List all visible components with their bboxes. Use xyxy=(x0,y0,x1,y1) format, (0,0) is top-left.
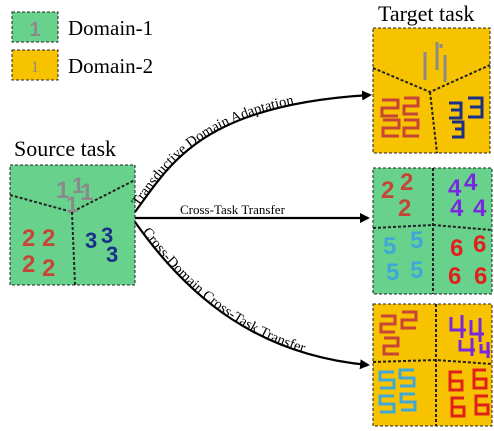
source-digit-1d: 1 xyxy=(66,192,78,217)
target-panel-cross-domain-cross-task xyxy=(372,303,493,427)
legend-domain2-swatch xyxy=(11,49,59,81)
arrows: Transductive Domain Adaptation Cross-Tas… xyxy=(129,92,372,367)
legend-domain1-swatch xyxy=(11,11,59,43)
arrow-label-middle: Cross-Task Transfer xyxy=(180,202,286,217)
legend-domain1-swatch-digit: 1 xyxy=(29,19,40,41)
target-panel-cross-task: 2 2 2 4 4 4 4 5 5 5 5 6 6 6 6 xyxy=(372,167,493,295)
arrow-cross-domain-cross-task xyxy=(133,220,370,367)
legend-domain2-swatch-digit: 1 xyxy=(31,59,39,76)
cross-task-digit-6a: 6 xyxy=(450,235,463,262)
target-task-title: Target task xyxy=(378,1,474,26)
source-task-title: Source task xyxy=(14,136,116,161)
legend-domain2-label: Domain-2 xyxy=(68,54,153,78)
source-task-panel: 1 1 1 1 2 2 2 2 3 3 3 xyxy=(9,164,136,286)
source-digit-3b: 3 xyxy=(101,223,113,248)
arrow-label-top: Transductive Domain Adaptation xyxy=(129,92,296,209)
source-digit-1a: 1 xyxy=(72,173,84,198)
cross-task-digit-5b: 5 xyxy=(410,227,423,254)
cross-task-digit-2b: 2 xyxy=(400,169,413,196)
arrow-label-top-path: Transductive Domain Adaptation xyxy=(129,92,296,209)
cross-task-digit-2c: 2 xyxy=(398,195,411,222)
source-digit-2d: 2 xyxy=(42,255,55,282)
cross-task-digit-2a: 2 xyxy=(381,177,394,204)
cross-task-digit-6c: 6 xyxy=(448,263,461,290)
legend-domain1-label: Domain-1 xyxy=(68,16,153,40)
cross-task-digit-5a: 5 xyxy=(383,233,396,260)
arrow-label-bottom: Cross-Domain Cross-Task Transfer xyxy=(139,225,307,357)
arrow-label-bottom-path: Cross-Domain Cross-Task Transfer xyxy=(139,225,307,357)
source-digit-1b: 1 xyxy=(56,177,69,204)
cross-task-digit-6b: 6 xyxy=(473,231,486,258)
legend: 1 Domain-1 1 Domain-2 xyxy=(11,11,153,81)
cross-task-digit-4c: 4 xyxy=(450,195,464,222)
source-digit-2b: 2 xyxy=(42,225,55,252)
cross-task-digit-4d: 4 xyxy=(473,195,487,222)
cross-task-digit-4b: 4 xyxy=(464,169,478,196)
source-digit-1c: 1 xyxy=(80,179,93,206)
source-digit-2a: 2 xyxy=(22,225,35,252)
target-panel-domain-adaptation xyxy=(372,27,491,154)
cross-task-digit-6d: 6 xyxy=(474,263,487,290)
source-digit-2c: 2 xyxy=(22,251,35,278)
source-digit-3a: 3 xyxy=(85,228,97,253)
cross-task-digit-4a: 4 xyxy=(448,175,462,202)
cross-task-digit-5d: 5 xyxy=(410,257,423,284)
source-digit-3c: 3 xyxy=(106,242,118,267)
cross-task-digit-5c: 5 xyxy=(386,259,399,286)
